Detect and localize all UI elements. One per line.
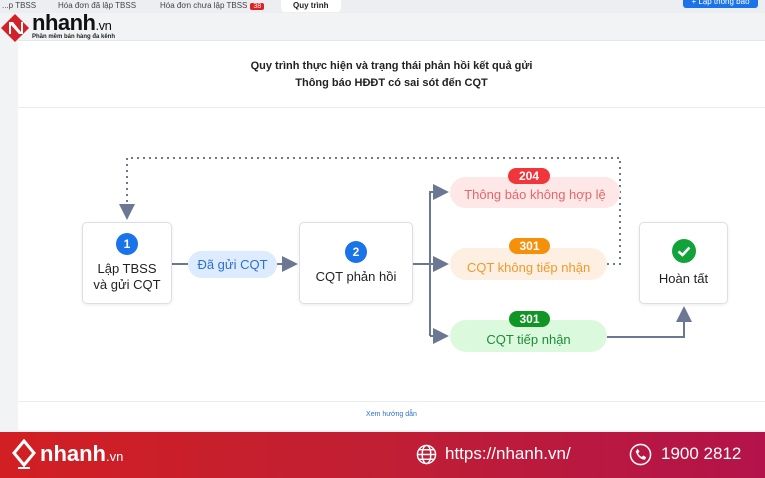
step-label: CQT phản hồi <box>315 269 397 284</box>
arrow-done <box>607 306 692 338</box>
logo-icon <box>1 14 29 42</box>
hotline[interactable]: 1900 2812 <box>661 444 742 463</box>
check-icon <box>671 239 696 263</box>
guide-link[interactable]: Xem hướng dẫn <box>366 411 417 418</box>
count-badge: 38 <box>250 3 265 10</box>
code-badge: 301 <box>509 311 550 327</box>
logo-icon <box>12 439 36 469</box>
tab-bar: ...p TBSS Hóa đơn đã lập TBSS Hóa đơn ch… <box>0 0 765 13</box>
tab-tbss[interactable]: ...p TBSS <box>2 1 37 10</box>
step-label: và gửi CQT <box>93 277 161 292</box>
arrow-invalid <box>429 184 449 336</box>
tab-invoices-with-tbss[interactable]: Hóa đơn đã lập TBSS <box>58 1 137 10</box>
website-link[interactable]: https://nhanh.vn/ <box>445 444 571 463</box>
step-done: Hoàn tất <box>639 222 728 304</box>
logo-text: nhanh.vn <box>32 10 112 35</box>
page-subtitle: Thông báo HĐĐT có sai sót đến CQT <box>295 77 488 89</box>
tab-label: Hóa đơn chưa lập TBSS <box>160 1 248 10</box>
step-number: 1 <box>116 233 138 255</box>
response-rejected: CQT không tiếp nhận <box>450 248 607 280</box>
code-badge: 301 <box>509 238 550 254</box>
sent-status-pill: Đã gửi CQT <box>188 251 277 278</box>
create-notice-button[interactable]: + Lập thông báo <box>683 0 758 8</box>
globe-icon <box>416 444 437 465</box>
retry-loop <box>119 157 621 265</box>
tab-process[interactable]: Quy trình <box>281 0 341 12</box>
divider <box>18 401 765 402</box>
divider <box>18 107 765 108</box>
footer-logo-text: nhanh.vn <box>40 441 124 466</box>
step-label: Lập TBSS <box>97 261 157 276</box>
logo-tagline: Phần mềm bán hàng đa kênh <box>32 34 116 40</box>
step-cqt-response: 2 CQT phản hồi <box>299 222 413 304</box>
footer-banner: nhanh.vn https://nhanh.vn/ 1900 2812 <box>0 432 765 478</box>
step-label: Hoàn tất <box>658 271 709 286</box>
page-title: Quy trình thực hiện và trạng thái phản h… <box>250 60 533 72</box>
phone-icon <box>629 443 652 466</box>
step-create-tbss: 1 Lập TBSS và gửi CQT <box>82 222 172 304</box>
step-number: 2 <box>345 241 367 263</box>
nhanh-logo: nhanh.vn Phần mềm bán hàng đa kênh <box>0 10 130 43</box>
code-badge: 204 <box>508 168 550 184</box>
flow-connectors <box>119 157 692 344</box>
